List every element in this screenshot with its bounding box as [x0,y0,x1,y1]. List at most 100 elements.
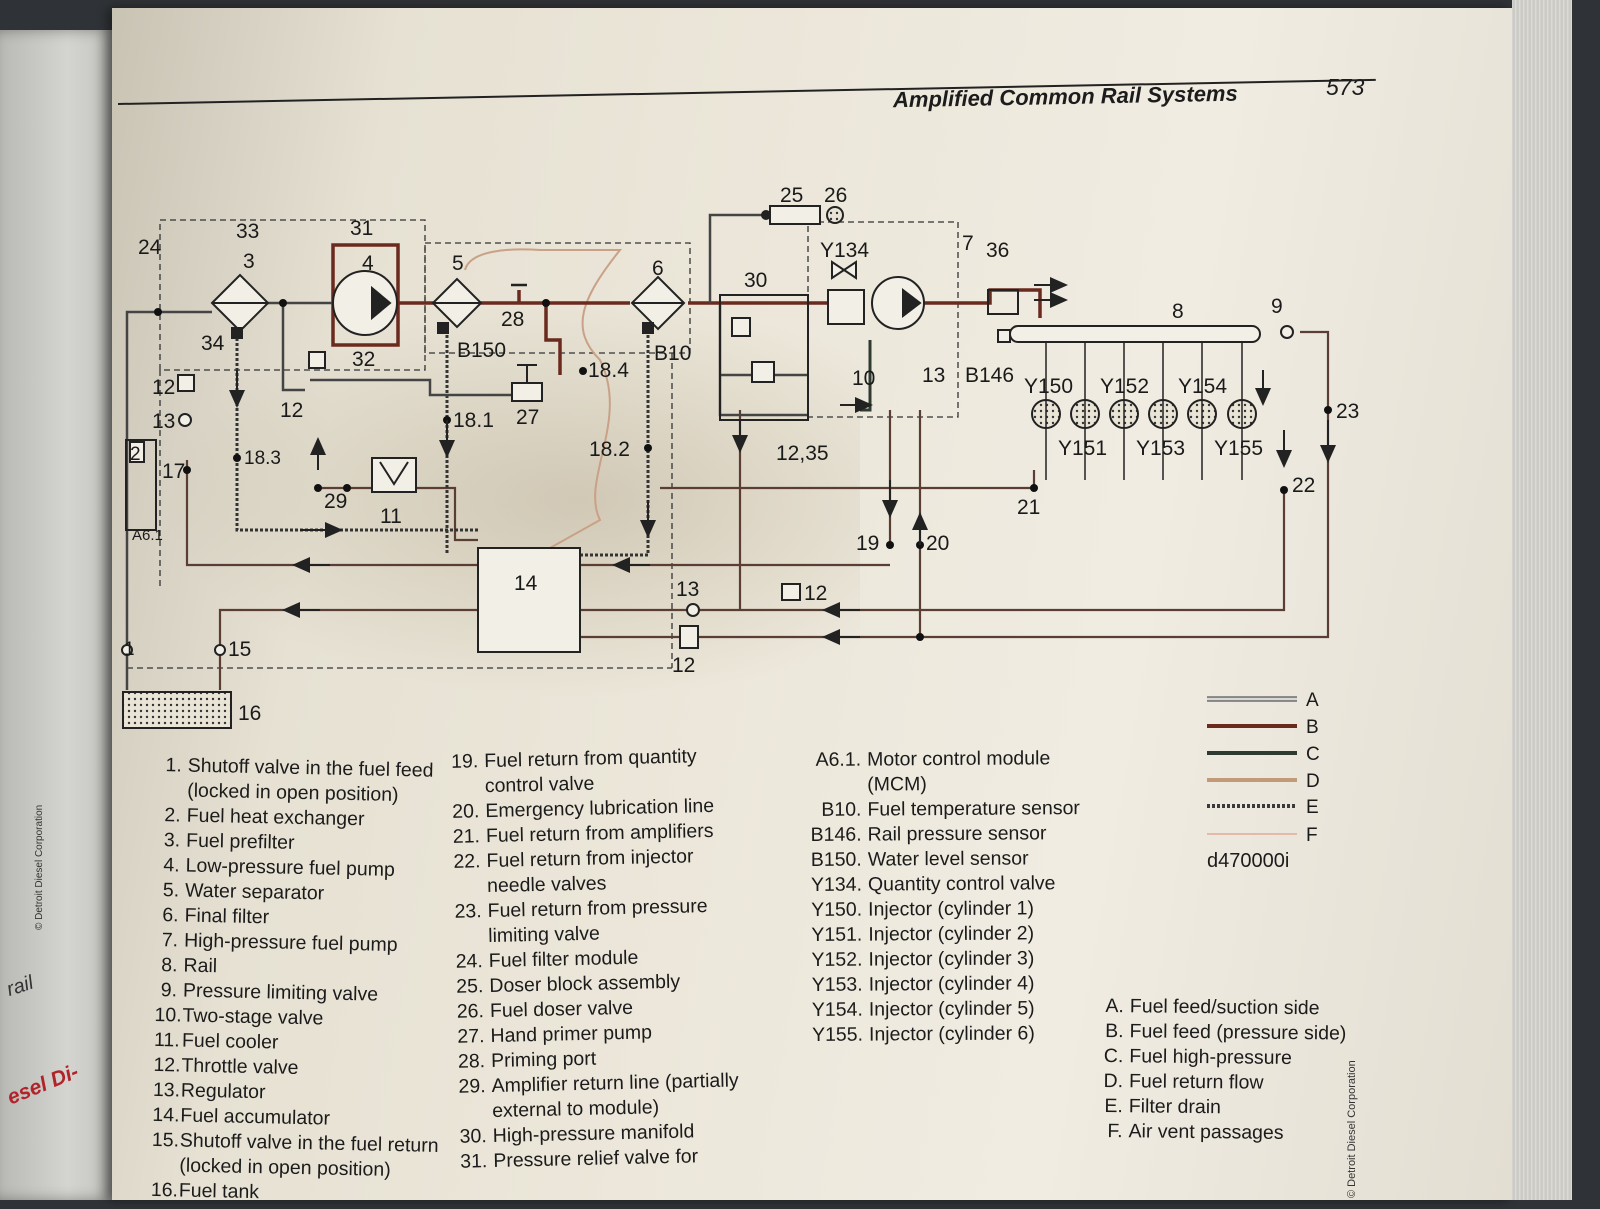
label: 2 [130,444,141,465]
fuel-accumulator-symbol [478,548,580,652]
legend-item-number: 21. [446,824,481,850]
legend-item: B150.Water level sensor [807,846,1081,873]
legend-item-text: Fuel doser valve [490,996,634,1024]
regulator-13-lower-symbol [687,604,699,616]
legend-item-text: Rail [183,954,217,980]
legend-item: A.Fuel feed/suction side [1102,994,1347,1022]
legend-item: E.Filter drain [1101,1094,1346,1122]
throttle-valve-12-manifold [732,318,750,336]
legend-item-number: 14. [152,1103,175,1128]
legend-item-number: 7. [156,928,179,953]
legend-item-number [452,1117,486,1118]
label: 14 [514,572,538,595]
legend-item-number: Y153. [808,973,863,998]
legend-column-3: A6.1.Motor control module(MCM)B10.Fuel t… [806,746,1082,1048]
fuel-doser-valve-symbol [827,207,843,223]
legend-item-text: limiting valve [488,922,600,950]
legend-item-text: Priming port [491,1047,597,1074]
legend-item-text: external to module) [492,1095,659,1124]
label: 21 [1017,496,1040,519]
hp-manifold-box [720,295,808,420]
legend-item-text: Water separator [185,879,325,907]
legend-item-text: Injector (cylinder 4) [869,971,1035,997]
throttle-12-lower-symbol [782,584,800,600]
label: 18.4 [588,359,629,382]
fuel-tank-symbol [123,692,231,728]
label: 30 [744,269,767,292]
label: 33 [236,220,259,243]
label: 4 [362,252,374,275]
fitting-36 [988,290,1018,314]
label: Y153 [1136,437,1185,460]
label: 12 [672,654,695,677]
legend-item-text: Final filter [184,904,269,931]
legend-item: B146.Rail pressure sensor [807,821,1081,848]
label: 16 [238,702,261,725]
legend-item-text: Fuel heat exchanger [186,804,364,833]
suction-from-tank [127,312,212,690]
legend-item-text: Fuel return flow [1129,1069,1264,1095]
legend-item-number: 22. [446,849,481,875]
legend-item: Y153.Injector (cylinder 4) [808,971,1082,998]
legend-column-1: 1.Shutoff valve in the fuel feed(locked … [151,753,447,1209]
legend-item-number: 8. [155,953,178,978]
label: 13 [676,578,699,601]
label: A6.1 [132,527,163,544]
legend-item-number: 20. [445,799,480,825]
legend-item-number: 10. [154,1003,177,1028]
legend-item-number: 5. [157,878,180,903]
legend-item-number: 25. [449,974,484,1000]
legend-item-text: Fuel feed (pressure side) [1129,1019,1346,1046]
legend-item-text: Injector (cylinder 2) [868,921,1034,947]
label: 12 [280,399,303,422]
label: Y134 [820,239,869,262]
label: Y154 [1178,375,1227,398]
legend-item-text: Fuel tank [179,1178,260,1205]
label: 17 [162,460,185,483]
legend-item-text: Pressure relief valve for [493,1144,698,1174]
legend-item-number: 31. [453,1149,488,1175]
legend-item-number: 1. [159,753,182,778]
label: Y151 [1058,437,1107,460]
legend-item-text: Air vent passages [1128,1119,1283,1146]
label: 13 [152,410,175,433]
legend-item-text: (MCM) [867,772,927,797]
label: 24 [138,236,162,259]
rail-symbol [1010,326,1260,342]
legend-item-number: F. [1100,1119,1122,1144]
label: 9 [1271,295,1283,318]
b150-sensor [438,323,448,333]
label: Y155 [1214,437,1263,460]
side-copyright: © Detroit Diesel Corporation [1346,1060,1358,1198]
label: 25 [780,184,803,207]
label: 12,35 [776,442,829,465]
label: 29 [324,490,347,513]
legend-key-c: C [1306,744,1320,765]
label: 5 [452,252,464,275]
fuel-cooler-symbol [372,458,416,492]
legend-item-text: Rail pressure sensor [868,821,1047,847]
legend-item-text: Fuel cooler [182,1029,279,1056]
return-line-to-tank [220,610,478,690]
label: 32 [352,348,375,371]
label: Y150 [1024,375,1073,398]
high-pressure-lines [860,334,1260,410]
legend-item-number [448,942,482,943]
legend-key-d: D [1306,771,1320,792]
legend-item: Y152.Injector (cylinder 3) [807,946,1081,973]
legend-item-number: 24. [449,949,484,975]
label: 1 [124,639,135,660]
injectors [1032,400,1256,428]
label: 22 [1292,474,1315,497]
legend-item-number: 23. [447,899,482,925]
pressure-limiting-valve-symbol [1281,326,1293,338]
throttle-12-bottom-symbol [680,626,698,648]
legend-item: B.Fuel feed (pressure side) [1101,1019,1346,1047]
legend-item: F.Air vent passages [1100,1119,1345,1147]
two-stage-valve-symbol [752,362,774,382]
legend-item-text: Fuel feed/suction side [1130,994,1320,1021]
legend-item-number [445,792,479,793]
label: 19 [856,532,879,555]
return-lines [187,332,1328,690]
